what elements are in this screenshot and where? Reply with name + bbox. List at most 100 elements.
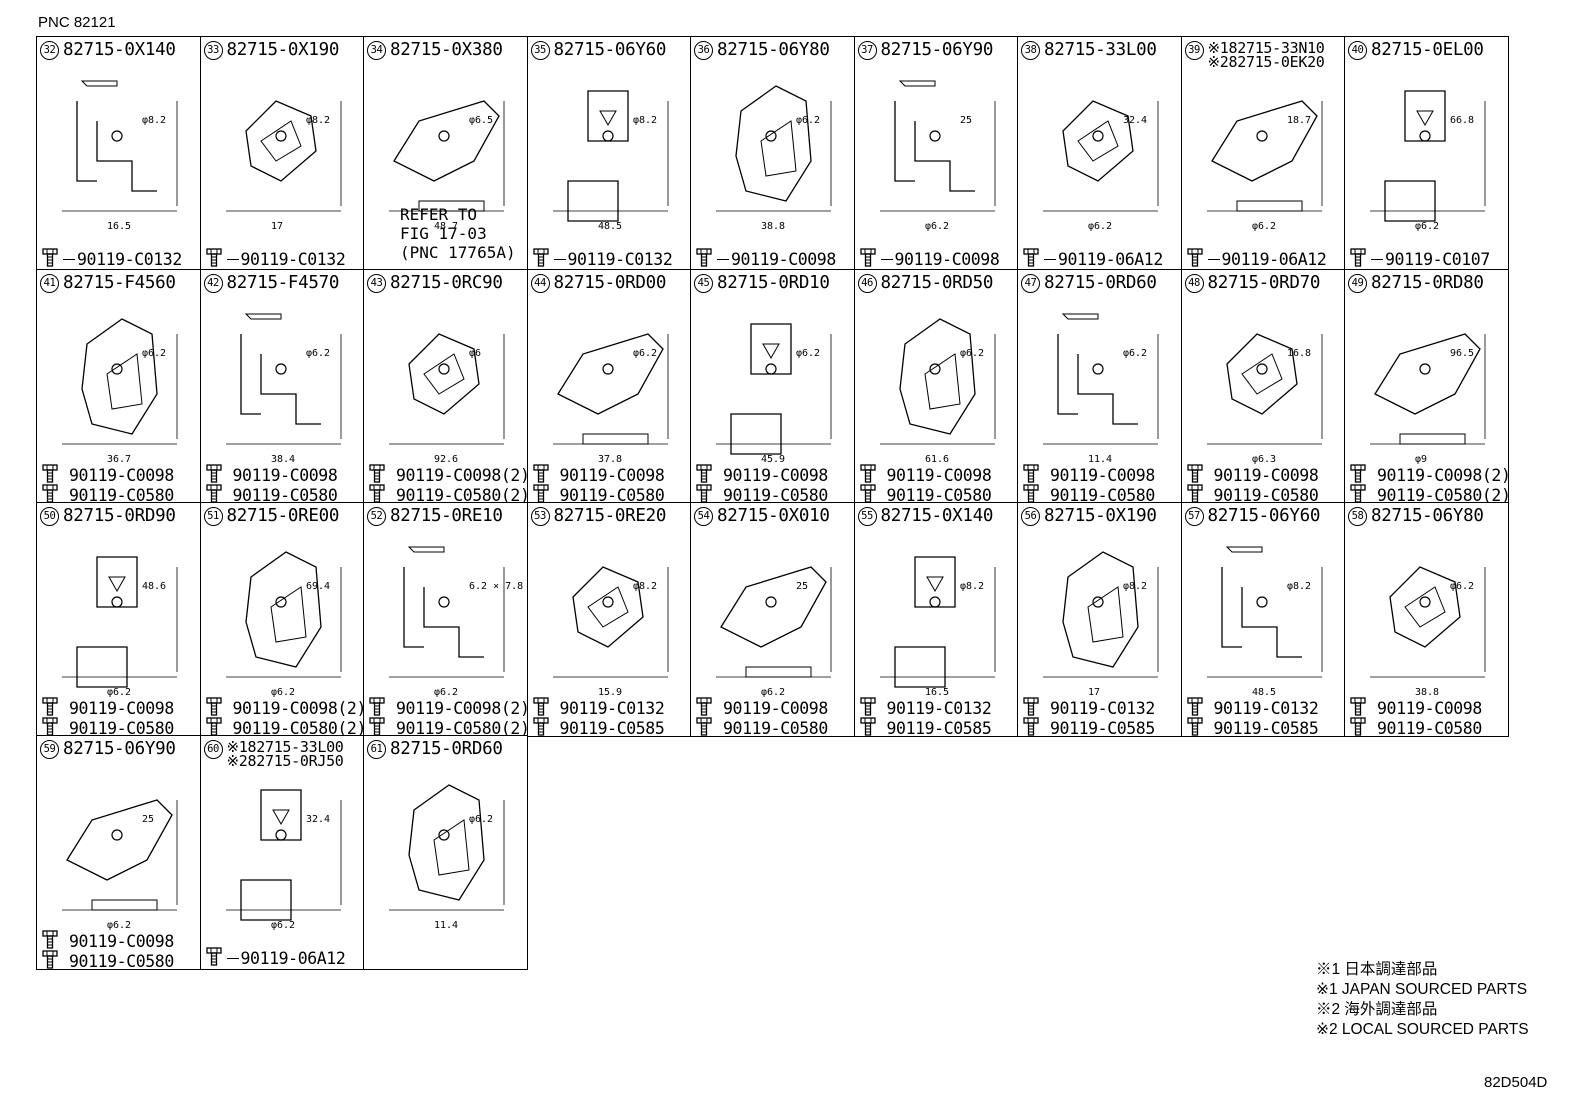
dimension-label: φ6 (469, 348, 481, 359)
dimension-label: 15.9 (598, 687, 622, 698)
part-number: 82715-0RD60 (390, 739, 503, 759)
dimension-label: φ8.2 (960, 581, 984, 592)
fastener-number: 90119-C0098 (69, 698, 174, 718)
dimension-label: 48.5 (1252, 687, 1276, 698)
dimension-label: φ6.2 (1123, 348, 1147, 359)
fastener-row: 90119-C0580 (859, 483, 992, 503)
fastener-number: 90119-C0098 (559, 465, 665, 485)
dimension-label: 45.9 (761, 454, 785, 465)
fastener-number: 90119-C0580 (559, 485, 665, 504)
dimension-label: φ6.2 (434, 687, 458, 698)
bracket-drawing: φ8.2 48.5 (1182, 527, 1345, 701)
fastener-number: 90119-C0132 (77, 249, 182, 269)
part-number: 82715-0EL00 (1371, 40, 1484, 60)
dimension-label: φ6.2 (796, 348, 820, 359)
leader-line (1371, 258, 1383, 260)
part-number: 82715-06Y60 (1207, 506, 1321, 526)
dimension-label: φ6.2 (107, 920, 131, 931)
fastener-row: 90119-C0098(2) (1349, 463, 1509, 487)
bolt-icon (1186, 483, 1208, 503)
leader-line (717, 258, 729, 260)
dimension-label: 92.6 (434, 454, 458, 465)
part-number: 82715-0RD50 (880, 273, 994, 293)
callout-number: 55 (857, 507, 877, 526)
callout-number: 34 (367, 41, 386, 60)
fastener-row: 90119-C0132 (532, 247, 673, 270)
dimension-label: 6.2 × 7.8 (469, 581, 523, 592)
dimension-label: 37.8 (598, 454, 622, 465)
bolt-icon (695, 483, 717, 503)
dimension-label: φ8.2 (1287, 581, 1311, 592)
fastener-number: 90119-C0580(2) (232, 718, 365, 737)
fastener-row: 90119-C0098 (1186, 463, 1319, 487)
bolt-icon (695, 463, 717, 487)
callout-number: 58 (1348, 507, 1367, 526)
fastener-row: 90119-C0098 (695, 247, 836, 270)
part-number: 82715-0RD10 (717, 273, 830, 293)
fastener-number: 90119-C0585 (559, 718, 665, 737)
part-number: ※282715-0EK20 (1207, 53, 1325, 71)
callout-number: 44 (530, 274, 550, 293)
dimension-label: φ6.2 (1450, 581, 1474, 592)
fastener-number: 90119-C0098 (232, 465, 338, 485)
fastener-number: 90119-C0132 (240, 249, 346, 269)
callout-number: 53 (530, 507, 550, 526)
bolt-icon (532, 463, 554, 487)
part-number: 82715-0RE00 (226, 506, 340, 526)
fastener-number: 90119-C0580 (69, 718, 174, 737)
bolt-icon (368, 696, 390, 720)
bolt-icon (41, 929, 63, 953)
dimension-label: 25 (796, 581, 808, 592)
fastener-number: 90119-C0580(2) (1377, 485, 1509, 504)
callout-number: 33 (203, 41, 223, 60)
bolt-icon (205, 247, 227, 270)
fastener-row: 90119-C0585 (1022, 716, 1155, 736)
fastener-row: 90119-C0580(2) (205, 716, 365, 737)
leader-line (1044, 258, 1056, 260)
fastener-number: 90119-C0098 (69, 465, 174, 485)
fastener-row: 90119-C0580 (1349, 716, 1482, 736)
bolt-icon (41, 463, 63, 487)
fastener-number: 90119-C0098(2) (396, 465, 528, 485)
bolt-icon (695, 716, 717, 736)
leader-line (553, 258, 566, 260)
fastener-number: 90119-C0098(2) (1377, 465, 1509, 485)
dimension-label: φ6.2 (960, 348, 984, 359)
dimension-label: 17 (271, 221, 283, 232)
bracket-drawing: 6.2 × 7.8 φ6.2 (364, 527, 527, 701)
dimension-label: φ8.2 (633, 115, 657, 126)
fastener-row: 90119-C0098 (205, 463, 338, 487)
fastener-number: 90119-C0132 (559, 698, 665, 718)
fastener-row: 90119-C0098 (41, 929, 174, 953)
fastener-number: 90119-C0132 (1050, 698, 1155, 718)
dimension-label: φ6.2 (107, 687, 131, 698)
dimension-label: 36.7 (107, 454, 131, 465)
part-number: ※182715-33N10 (1207, 39, 1325, 57)
dimension-label: φ6.2 (796, 115, 820, 126)
part-number: 82715-0X010 (717, 506, 830, 526)
callout-number: 48 (1184, 274, 1204, 293)
leader-line (63, 258, 75, 260)
fastener-row: 90119-C0098(2) (205, 696, 364, 720)
fastener-row: 90119-06A12 (1186, 247, 1327, 270)
callout-number: 39 (1184, 41, 1204, 60)
dimension-label: 66.8 (1450, 115, 1474, 126)
part-number: 82715-0RE10 (390, 506, 503, 526)
fastener-row: 90119-C0132 (1186, 696, 1319, 720)
part-number: 82715-33L00 (1044, 40, 1157, 60)
dimension-label: φ6.2 (469, 814, 493, 825)
callout-number: 43 (367, 274, 386, 293)
